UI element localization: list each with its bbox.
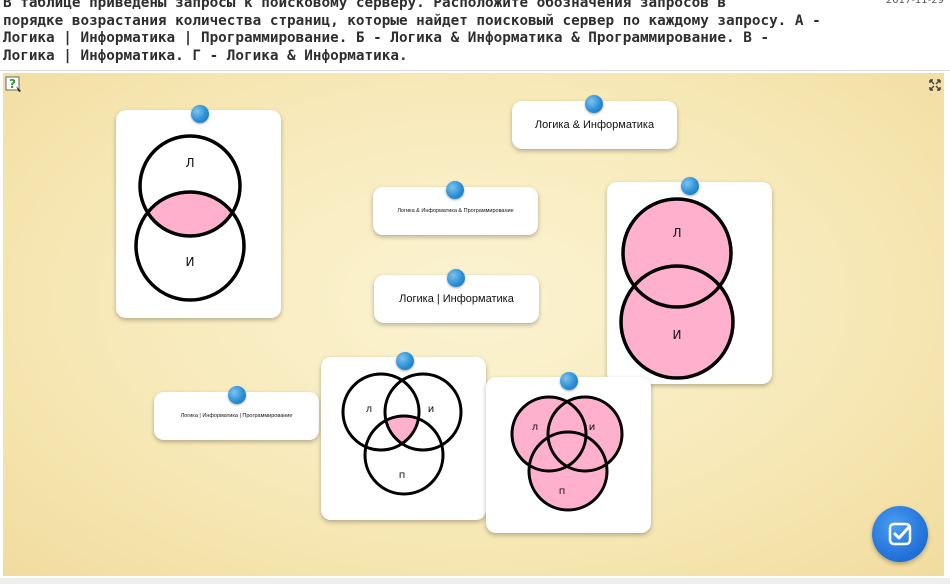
header-divider (0, 70, 950, 71)
venn-diagram-and-2: Л И (134, 134, 246, 302)
venn-card-or-2[interactable]: Л И (607, 177, 772, 384)
set-label-p: п (399, 470, 406, 481)
set-label-i: И (673, 328, 682, 342)
set-label-p: п (559, 486, 566, 497)
question-line: Логика | Информатика. Г - Логика & Инфор… (3, 47, 408, 64)
question-line: Логика | Информатика | Программирование.… (3, 30, 770, 46)
pin-icon (681, 177, 699, 195)
check-answer-button[interactable] (872, 506, 928, 562)
pin-icon (228, 386, 246, 404)
set-label-l: Л (185, 156, 194, 170)
venn-diagram-or-3: л и п (510, 395, 624, 512)
venn-card-and-2[interactable]: Л И (116, 105, 281, 318)
set-label-i: и (589, 422, 596, 433)
set-label-i: И (186, 255, 195, 269)
set-label-l: Л (672, 226, 681, 240)
label-card-text: Логика | Информатика | Программирование (180, 413, 293, 419)
date-label: 2017-11-29 (885, 0, 944, 6)
pin-icon (396, 352, 414, 370)
label-card-text: Логика & Информатика & Программирование (397, 208, 514, 214)
svg-text:?: ? (9, 77, 16, 91)
set-label-l: л (366, 404, 372, 415)
venn-diagram-or-2: Л И (619, 197, 735, 380)
venn-diagram-and-3: л и п (341, 372, 463, 496)
question-line: В таблице приведены запросы к поисковому… (3, 0, 727, 11)
label-card-text: Логика | Информатика (399, 293, 514, 305)
label-card-or-2[interactable]: Логика | Информатика (374, 269, 539, 323)
question-text: В таблице приведены запросы к поисковому… (3, 0, 883, 65)
label-card-and-2[interactable]: Логика & Информатика (512, 95, 677, 149)
bottom-divider (0, 578, 950, 584)
label-card-and-3[interactable]: Логика & Информатика & Программирование (373, 181, 538, 235)
venn-card-and-3[interactable]: л и п (321, 352, 486, 520)
set-label-l: л (532, 422, 538, 433)
set-label-i: и (428, 404, 435, 415)
help-icon[interactable]: ? (5, 75, 23, 93)
pin-icon (446, 181, 464, 199)
task-board: ? Л И Логика & Информатика Логика & Инфо… (3, 73, 944, 576)
label-card-text: Логика & Информатика (534, 119, 655, 131)
check-icon (888, 522, 912, 546)
pin-icon (191, 105, 209, 123)
label-card-or-3[interactable]: Логика | Информатика | Программирование (154, 386, 319, 440)
question-line: порядке возрастания количества страниц, … (3, 12, 821, 29)
pin-icon (585, 95, 603, 113)
question-header: В таблице приведены запросы к поисковому… (0, 0, 950, 70)
venn-card-or-3[interactable]: л и п (486, 372, 651, 533)
pin-icon (447, 269, 465, 287)
pin-icon (560, 372, 578, 390)
fullscreen-icon[interactable] (929, 76, 941, 91)
